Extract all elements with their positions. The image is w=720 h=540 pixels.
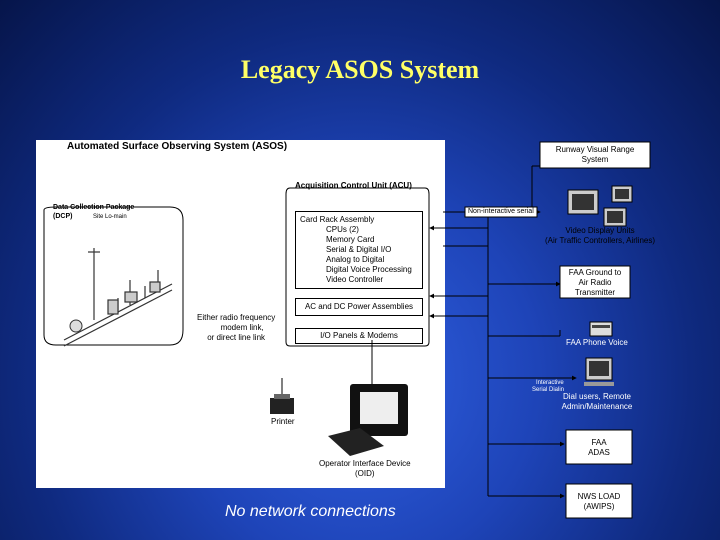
- link-label: Either radio frequency modem link, or di…: [197, 313, 276, 342]
- footer-note: No network connections: [225, 503, 396, 520]
- asos-title: Automated Surface Observing System (ASOS…: [67, 141, 288, 152]
- sensor-dish: [69, 319, 83, 333]
- dcp-subtitle: (DCP): [53, 213, 73, 220]
- faa-adas-box: [565, 429, 633, 465]
- card-rack-box: Card Rack Assembly CPUs (2) Memory Card …: [295, 211, 423, 289]
- dcp-note: Site Lo-main: [93, 214, 127, 220]
- video-display-label: Video Display Units(Air Traffic Controll…: [544, 226, 656, 245]
- faa-phone-label: FAA Phone Voice: [566, 338, 628, 347]
- slide-title: Legacy ASOS System: [240, 55, 480, 84]
- card-rack-item: Digital Voice Processing: [326, 265, 412, 274]
- power-box: AC and DC Power Assemblies: [295, 298, 423, 316]
- non-interactive-serial-box: [464, 206, 538, 218]
- card-rack-title: Card Rack Assembly: [300, 215, 375, 224]
- dcp-container: [43, 206, 184, 346]
- dial-user-computer-icon: [584, 357, 614, 386]
- oid-label: Operator Interface Device (OID): [319, 459, 411, 478]
- card-rack-item: CPUs (2): [326, 225, 359, 234]
- sensor-platform: [63, 248, 173, 347]
- io-box: I/O Panels & Modems: [295, 328, 423, 344]
- phone-icon: [589, 321, 613, 337]
- card-rack-item: Analog to Digital: [326, 255, 385, 264]
- card-rack-item: Video Controller: [326, 275, 384, 284]
- acu-container: [285, 187, 430, 347]
- nws-load-box: [565, 483, 633, 519]
- card-rack-item: Serial & Digital I/O: [326, 245, 392, 254]
- printer-icon: [270, 378, 294, 414]
- printer-label: Printer: [271, 417, 295, 426]
- nws-load-label: NWS LOAD(AWIPS): [577, 492, 621, 511]
- oid-monitor-icon: [328, 340, 408, 456]
- acu-title: Acquisition Control Unit (ACU): [295, 181, 412, 190]
- card-rack-item: Memory Card: [326, 235, 375, 244]
- faa-ground-box: [559, 265, 631, 299]
- video-display-icon: [567, 185, 633, 227]
- rvr-box: [539, 141, 651, 169]
- non-interactive-serial-label: Non-interactive serial: [468, 208, 534, 215]
